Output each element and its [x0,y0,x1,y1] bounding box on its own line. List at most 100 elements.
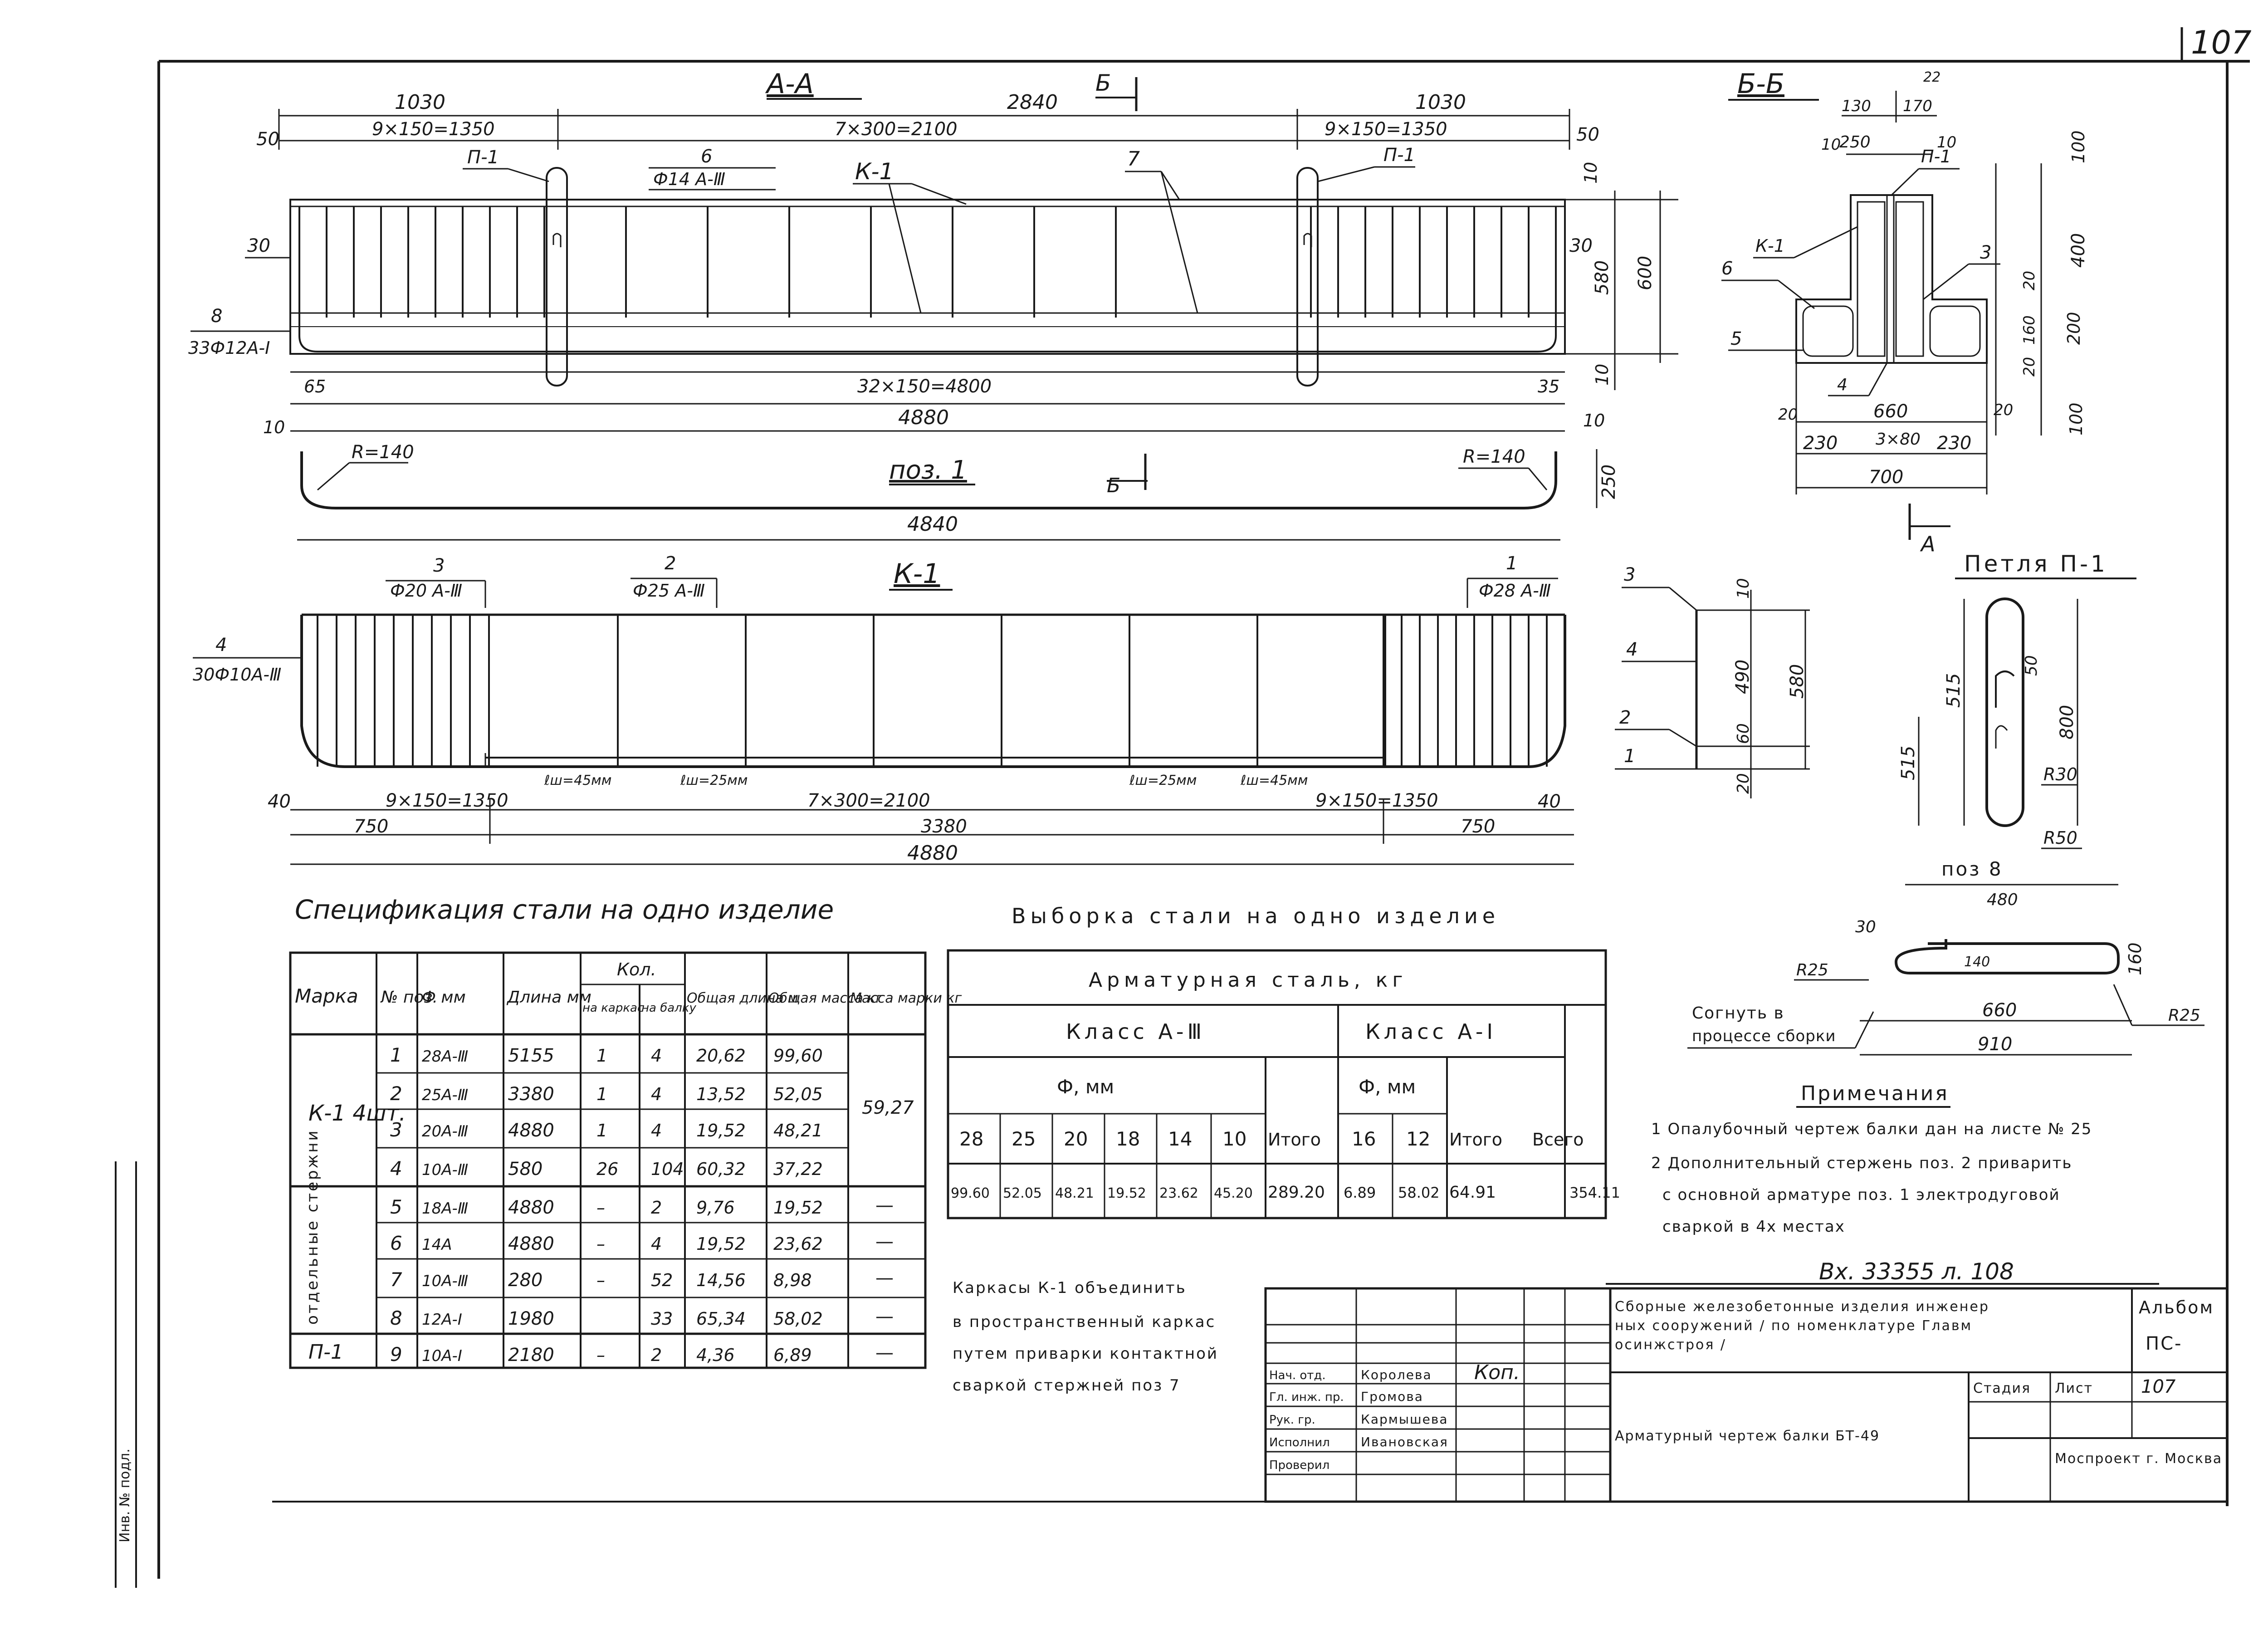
sel-col-a3-value: 52.05 [1003,1185,1042,1201]
sel-col-a1-value: 58.02 [1398,1184,1440,1201]
pos8-dim-660: 660 [1982,1000,2017,1021]
bb-dim-170: 170 [1903,97,1932,115]
aa-right-580: 580 [1592,260,1613,295]
section-aa-title: А-А [765,68,814,100]
spec-cell-tl: 60,32 [696,1159,746,1179]
k1-label-pos3-rebar: Ф20 А-Ⅲ [390,581,462,601]
pos8-dim-910: 910 [1978,1034,2012,1055]
bb-dim-10-right: 10 [1937,133,1956,152]
spec-cell-pos: 2 [390,1082,402,1105]
spec-cell-pos: 8 [390,1307,402,1329]
aa-dim-1030-right: 1030 [1415,91,1466,114]
spec-cell-d: 10А-Ⅰ [422,1347,462,1365]
loop-dim-515-lower: 515 [1898,746,1919,780]
spec-group-k1: К-1 4шт. [308,1101,406,1126]
spec-cell-pos: 6 [390,1232,402,1254]
tb-name: Ивановская [1361,1434,1448,1449]
aa-dim-50-right: 50 [1576,124,1599,145]
pos8-dim-140: 140 [1964,954,1990,970]
tb-sheet-no: 107 [2141,1376,2176,1397]
frames-note-line4: сваркой стержней поз 7 [953,1376,1181,1395]
tb-name: Королева [1361,1367,1432,1382]
aa-dim-2840: 2840 [1007,91,1058,114]
spec-h-mark-mass: Масса марки кг [850,990,962,1006]
loop-dim-800: 800 [2057,705,2077,739]
spec-cell-tl: 19,52 [696,1121,746,1141]
aa-bottom-35: 35 [1538,377,1559,396]
sel-diam-a3: Ф, мм [1057,1076,1114,1098]
pos8-dim-r25-right: R25 [2168,1006,2200,1025]
bb-dim-130: 130 [1842,97,1871,115]
k1-label-pos1: 1 [1506,553,1517,574]
notes: Примечания 1 Опалубочный чертеж балки да… [1651,1082,2092,1236]
spec-h-marka: Марка [295,985,358,1007]
aa-left-pos8: 8 [211,306,222,327]
bb-right-200: 200 [2064,312,2084,345]
bb-label-k1: К-1 [1755,236,1785,256]
sheet-frame [115,27,2250,1588]
title-block: Сборные железобетонные изделия инженер н… [1264,1287,2229,1503]
aa-label-pos7: 7 [1127,147,1140,171]
k1-label-pos4-rebar: 30Ф10А-Ⅲ [193,665,281,685]
selection-title: Выборка стали на одно изделие [1012,904,1500,928]
k1-frame: К-1 3 Ф20 А-Ⅲ 2 Ф25 А-Ⅲ 1 Ф28 А-Ⅲ 4 30Ф1… [193,553,1574,865]
sel-col-a3-value: 45.20 [1214,1185,1253,1201]
tb-sign: Коп. [1474,1361,1520,1384]
spec-h-qty-frame: на каркас [582,1001,644,1015]
sel-col-a1-head: 12 [1406,1128,1430,1150]
notes-line4: сваркой в 4х местах [1662,1218,1845,1236]
bb-outline [1795,194,1988,364]
spec-cell-tl: 14,56 [696,1270,746,1290]
aa-bottom-65: 65 [304,377,326,396]
spec-h-length: Длина мм [506,988,591,1007]
spec-cell-tm: 6,89 [773,1345,812,1365]
aa-left-30: 30 [247,235,270,256]
spec-cell-pos: 7 [390,1268,402,1291]
loop-p1-title: Петля П-1 [1964,551,2108,577]
bb-cut-mark: А [1920,532,1935,556]
pos1-cut-mark: Б [1107,474,1120,497]
bb-bottom-20-left: 20 [1778,406,1798,424]
spec-cell-d: 10А-Ⅲ [422,1161,468,1179]
k1-label-pos2-rebar: Ф25 А-Ⅲ [633,581,705,601]
loop-dim-r30: R30 [2043,764,2077,784]
sel-col-a3-value: 48.21 [1055,1185,1094,1201]
aa-loop-left [546,167,568,387]
aa-right-600: 600 [1635,256,1656,290]
bb-label-pos5: 5 [1730,328,1742,349]
spec-cell-qb: 4 [651,1234,662,1254]
pos8-shape [1894,939,2120,974]
pos1-10-right: 10 [1583,411,1605,431]
spec-cell-d: 12А-Ⅰ [422,1311,462,1329]
k1-label-pos1-rebar: Ф28 А-Ⅲ [1479,581,1551,601]
spec-cell-len: 580 [508,1159,543,1180]
spec-cell-qk: 1 [596,1121,607,1141]
k1-dim-750-left: 750 [354,816,388,837]
pos1-radius-right: R=140 [1463,446,1525,467]
k1-dim-right-spacing: 9×150=1350 [1315,790,1438,811]
side-stamp: Инв. № подл. [117,1449,133,1542]
selection-table: Арматурная сталь, кг Класс А-Ⅲ Класс А-Ⅰ… [947,949,1620,1219]
spec-cell-tm: 52,05 [773,1084,823,1104]
bb-right-400: 400 [2068,233,2089,268]
spec-cell-len: 5155 [508,1045,554,1066]
section-aa-cut-mark: Б [1095,70,1111,96]
selection-cells: 2899.602552.052048.211819.521423.621045.… [951,1128,1440,1201]
pos1-bar-shape [300,451,1557,509]
spec-mark-mass-dash: — [875,1342,894,1363]
spec-cell-qb: 33 [651,1309,673,1329]
bb-right-20b: 20 [2020,357,2038,377]
aa-label-p1-left: П-1 [467,147,499,168]
pos1-label: поз. 1 [889,455,967,485]
bb-dim-250: 250 [1839,133,1871,152]
spec-cell-d: 18А-Ⅲ [422,1199,468,1218]
aa-beam-outline [289,199,1566,355]
spec-cell-qk: – [596,1270,605,1290]
tb-album-value: ПС- [2146,1333,2182,1354]
k1-section-label-3: 3 [1624,564,1635,585]
spec-h-qty-beam: на балку [641,1001,696,1015]
pos8-note-line1: Согнуть в [1692,1004,1784,1023]
k1-section: 3 4 2 1 10 490 580 60 20 [1615,564,1810,798]
spec-cell-len: 1980 [508,1308,554,1329]
notes-line1: 1 Опалубочный чертеж балки дан на листе … [1651,1120,2092,1138]
